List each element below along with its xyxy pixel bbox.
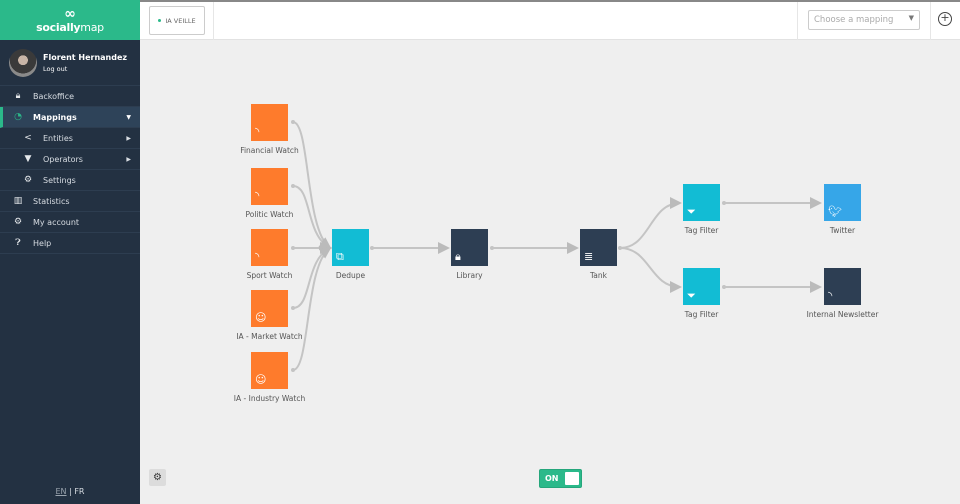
lock-icon: 🔒︎	[15, 91, 21, 101]
caret-right-icon: ▶	[126, 155, 131, 163]
filter-icon: ⏷	[687, 289, 696, 302]
database-icon: ≣	[584, 250, 594, 263]
sidebar-item-my-account[interactable]: ⚙My account	[0, 212, 140, 233]
gear-icon: ⚙	[13, 217, 23, 227]
edge	[292, 121, 332, 250]
caret-right-icon: ▶	[126, 134, 131, 142]
sidebar-item-statistics[interactable]: ▥Statistics	[0, 191, 140, 212]
rss-icon: ◝	[255, 125, 260, 138]
node-label: Dedupe	[335, 271, 366, 280]
rss-icon: ◝	[828, 289, 833, 302]
node-filter[interactable]: ⏷	[683, 184, 720, 221]
node-rss[interactable]: ◝	[251, 229, 288, 266]
node-dedupe[interactable]: ⧉	[332, 229, 369, 266]
question-icon: ❓︎	[15, 238, 21, 248]
node-rss[interactable]: ◝	[251, 104, 288, 141]
toggle-knob	[565, 472, 579, 485]
sidebar-item-mappings[interactable]: ◔Mappings▼	[0, 107, 140, 128]
top-bar: IA VEILLE Choose a mapping▼ +	[140, 0, 960, 40]
logout-link[interactable]: Log out	[43, 64, 68, 73]
node-label: Tank	[589, 271, 608, 280]
rss-icon: ◝	[255, 250, 260, 263]
node-twitter[interactable]: 🐦︎	[824, 184, 861, 221]
user-name: Florent Hernandez	[43, 52, 128, 62]
on-off-toggle[interactable]: ON	[539, 469, 582, 488]
node-rss[interactable]: ◝	[824, 268, 861, 305]
divider	[213, 2, 214, 40]
robot-icon: ☺	[255, 373, 267, 386]
node-robot[interactable]: ☺	[251, 290, 288, 327]
node-label: IA - Industry Watch	[233, 394, 306, 403]
gear-icon: ⚙	[23, 175, 33, 185]
robot-icon: ☺	[255, 311, 267, 324]
node-rss[interactable]: ◝	[251, 168, 288, 205]
status-dot	[158, 19, 162, 22]
share-icon: <	[24, 133, 32, 143]
user-panel: Florent Hernandez Log out	[0, 40, 140, 86]
sidebar-item-operators[interactable]: ▼Operators▶	[0, 149, 140, 170]
node-label: IA - Market Watch	[236, 332, 303, 341]
divider	[930, 2, 931, 40]
bar-chart-icon: ▥	[13, 196, 23, 206]
logo[interactable]: ∞ sociallymap	[0, 0, 140, 40]
compass-icon: ◔	[14, 112, 22, 122]
node-label: Financial Watch	[240, 146, 299, 155]
node-label: Sport Watch	[246, 271, 293, 280]
mapping-select[interactable]: Choose a mapping▼	[808, 10, 920, 30]
chevron-down-icon: ▼	[908, 14, 914, 22]
sidebar-item-entities[interactable]: <Entities▶	[0, 128, 140, 149]
node-lock[interactable]: 🔒︎	[451, 229, 488, 266]
sidebar-item-help[interactable]: ❓︎Help	[0, 233, 140, 254]
dedupe-icon: ⧉	[336, 250, 344, 263]
node-label: Library	[456, 271, 483, 280]
node-filter[interactable]: ⏷	[683, 268, 720, 305]
filter-icon: ▼	[24, 154, 32, 164]
language-switcher: EN | FR	[55, 487, 85, 496]
sidebar-item-backoffice[interactable]: 🔒︎Backoffice	[0, 86, 140, 107]
node-label: Politic Watch	[245, 210, 294, 219]
avatar	[9, 48, 37, 77]
sidebar: ∞ sociallymap Florent Hernandez Log out …	[0, 0, 140, 504]
lang-fr[interactable]: FR	[74, 487, 85, 496]
caret-down-icon: ▼	[126, 113, 131, 121]
edge	[619, 247, 682, 293]
node-label: Tag Filter	[684, 310, 719, 319]
twitter-icon: 🐦︎	[828, 205, 842, 218]
node-label: Twitter	[829, 226, 856, 235]
sidebar-item-settings[interactable]: ⚙Settings	[0, 170, 140, 191]
edge	[292, 246, 332, 371]
rss-icon: ◝	[255, 189, 260, 202]
add-mapping-button[interactable]: +	[938, 12, 952, 26]
tab-ia-veille[interactable]: IA VEILLE	[149, 6, 205, 35]
node-label: Internal Newsletter	[806, 310, 879, 319]
lock-icon: 🔒︎	[455, 250, 461, 263]
divider	[797, 2, 798, 40]
node-database[interactable]: ≣	[580, 229, 617, 266]
node-label: Tag Filter	[684, 226, 719, 235]
lang-en[interactable]: EN	[55, 487, 67, 496]
filter-icon: ⏷	[687, 205, 696, 218]
logo-icon: ∞	[64, 5, 76, 22]
canvas-settings-button[interactable]: ⚙	[149, 469, 166, 486]
node-robot[interactable]: ☺	[251, 352, 288, 389]
